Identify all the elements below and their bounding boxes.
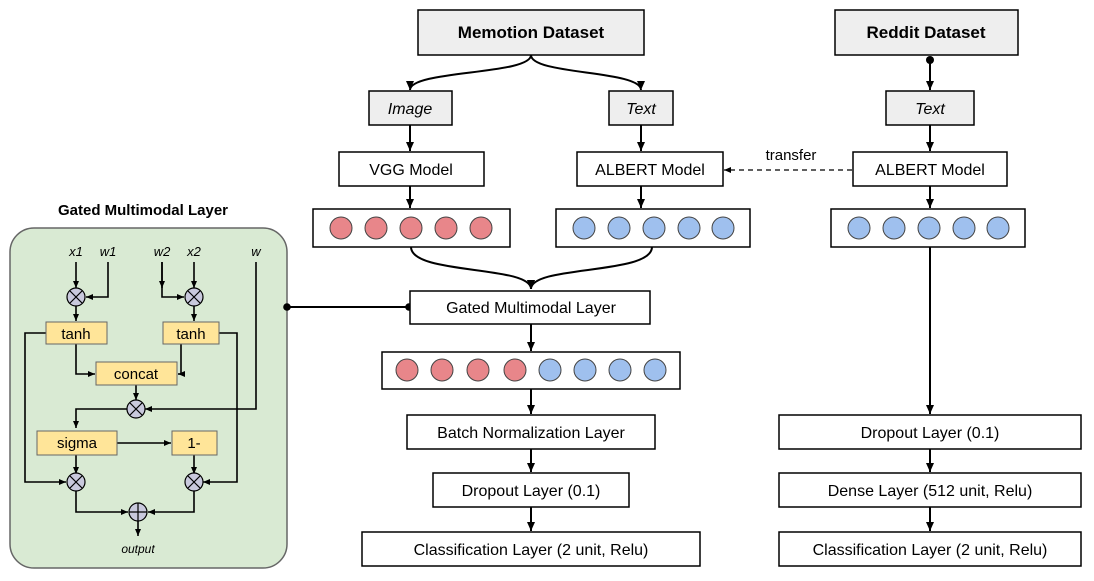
- transfer-label: transfer: [766, 147, 817, 164]
- gml-input-w: w: [251, 244, 262, 259]
- gated-multimodal-layer-box: [409, 290, 651, 325]
- batch-normalization-layer-label: Batch Normalization Layer: [437, 425, 625, 442]
- gml-multiply-op-x2: [184, 287, 204, 307]
- gml-background: [9, 227, 288, 569]
- memotion-to-text-arrow: [530, 54, 645, 91]
- reddit-feature-node: [952, 216, 976, 240]
- reddit-albert-model-label: ALBERT Model: [875, 162, 985, 179]
- reddit-text-label: Text: [915, 101, 945, 118]
- vgg-model-label: VGG Model: [369, 162, 453, 179]
- reddit-feature-node: [882, 216, 906, 240]
- fused-text-node: [573, 358, 597, 382]
- gml-input-w1: w1: [100, 244, 117, 259]
- memotion-to-image-arrow: [406, 54, 532, 91]
- gml-sigma-label: sigma: [57, 435, 98, 452]
- memotion-dataset-label: Memotion Dataset: [458, 23, 605, 42]
- reddit-dataset-label: Reddit Dataset: [866, 23, 985, 42]
- reddit-classification-layer-box: [778, 531, 1082, 567]
- reddit-feature-vector: [830, 208, 1026, 248]
- fused-text-node: [608, 358, 632, 382]
- reddit-dropout-layer-box: [778, 414, 1082, 450]
- gated-multimodal-layer-label: Gated Multimodal Layer: [446, 300, 617, 317]
- transfer-connector: transfer: [724, 147, 852, 173]
- fused-image-node: [503, 358, 527, 382]
- gml-tanh-right-label: tanh: [176, 326, 205, 343]
- gml-input-w2: w2: [154, 244, 171, 259]
- gml-add-op: [128, 502, 148, 522]
- gml-concat-box: [95, 361, 178, 386]
- dense-layer-box: [778, 472, 1082, 508]
- memotion-classification-layer-box: [361, 531, 701, 567]
- fused-feature-vector: [381, 351, 681, 390]
- reddit-classification-layer-label: Classification Layer (2 unit, Relu): [813, 542, 1048, 559]
- gml-connections: [24, 262, 257, 536]
- memotion-image-box: [368, 90, 453, 126]
- text-feature-node: [711, 216, 735, 240]
- memotion-text-label: Text: [626, 101, 656, 118]
- gml-panel: Gated Multimodal Layer x1 w1 w2 x2 w: [9, 202, 288, 569]
- gml-tanh-right-box: [162, 321, 220, 345]
- reddit-dataset-box: [834, 9, 1019, 56]
- gml-title: Gated Multimodal Layer: [58, 202, 228, 219]
- memotion-classification-layer-label: Classification Layer (2 unit, Relu): [414, 542, 649, 559]
- reddit-dropout-layer-label: Dropout Layer (0.1): [861, 425, 1000, 442]
- memotion-text-box: [608, 90, 674, 126]
- gml-sigma-box: [36, 430, 118, 456]
- text-feature-node: [642, 216, 666, 240]
- gml-one-minus-label: 1-: [187, 435, 200, 452]
- image-feature-node: [469, 216, 493, 240]
- gml-multiply-op-right: [184, 472, 204, 492]
- gml-panel-connector: [283, 303, 413, 311]
- gml-output-label: output: [121, 542, 155, 556]
- reddit-branch: Reddit Dataset Text ALBERT Model Dropout…: [778, 9, 1082, 567]
- memotion-dropout-layer-label: Dropout Layer (0.1): [462, 483, 601, 500]
- gml-concat-label: concat: [114, 366, 159, 383]
- dense-layer-label: Dense Layer (512 unit, Relu): [828, 483, 1033, 500]
- reddit-albert-model-box: [852, 151, 1008, 187]
- memotion-dataset-box: [417, 9, 645, 56]
- gml-tanh-left-label: tanh: [61, 326, 90, 343]
- fused-image-node: [430, 358, 454, 382]
- gml-multiply-op-w: [126, 399, 146, 419]
- image-feature-node: [364, 216, 388, 240]
- memotion-branch: Memotion Dataset Image Text VGG Model AL…: [312, 9, 751, 567]
- image-to-gml-arrow: [410, 246, 535, 290]
- fused-image-node: [466, 358, 490, 382]
- gml-input-x2: x2: [186, 244, 202, 259]
- gml-tanh-left-box: [45, 321, 108, 345]
- image-feature-vector: [312, 208, 511, 248]
- gml-multiply-op-x1: [66, 287, 86, 307]
- reddit-feature-node: [986, 216, 1010, 240]
- reddit-feature-node: [917, 216, 941, 240]
- fused-text-node: [643, 358, 667, 382]
- image-feature-node: [329, 216, 353, 240]
- image-feature-node: [434, 216, 458, 240]
- image-feature-node: [399, 216, 423, 240]
- memotion-albert-model-box: [576, 151, 724, 187]
- fused-image-node: [395, 358, 419, 382]
- text-feature-node: [572, 216, 596, 240]
- gml-input-x1: x1: [68, 244, 83, 259]
- vgg-model-box: [338, 151, 485, 187]
- gml-one-minus-box: [171, 430, 218, 456]
- reddit-feature-node: [847, 216, 871, 240]
- text-feature-node: [607, 216, 631, 240]
- text-feature-vector: [555, 208, 751, 248]
- memotion-albert-model-label: ALBERT Model: [595, 162, 705, 179]
- fused-text-node: [538, 358, 562, 382]
- gml-multiply-op-left: [66, 472, 86, 492]
- batch-normalization-layer-box: [406, 414, 656, 450]
- text-feature-node: [677, 216, 701, 240]
- memotion-image-label: Image: [388, 101, 433, 118]
- text-to-gml-arrow: [527, 246, 653, 290]
